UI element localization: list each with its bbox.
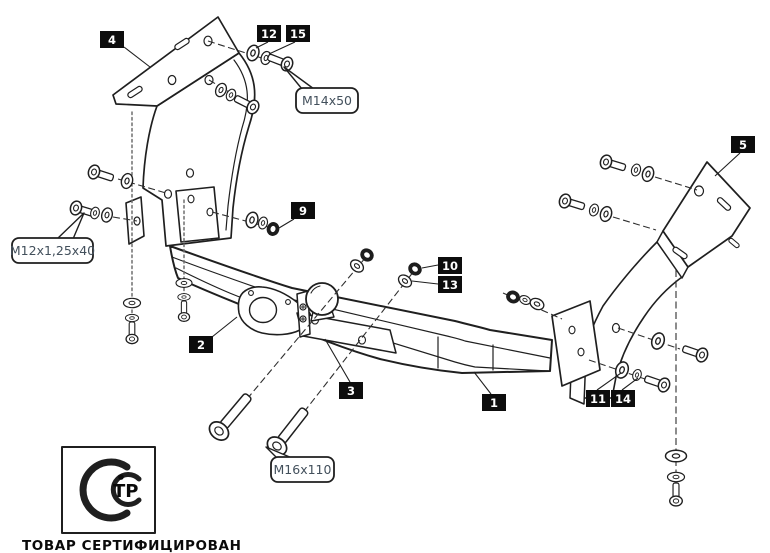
part-label-15-text: 15 xyxy=(290,27,306,41)
part-label-1: 1 xyxy=(482,394,506,411)
left-attachment-plate xyxy=(175,186,220,243)
part-label-9: 9 xyxy=(291,202,315,219)
washer xyxy=(88,205,102,221)
washer xyxy=(587,202,601,218)
part-label-4: 4 xyxy=(100,31,124,48)
slot-hole xyxy=(127,85,143,99)
part-label-15: 15 xyxy=(286,25,310,42)
part-label-2: 2 xyxy=(189,336,213,353)
bolt xyxy=(85,162,116,186)
part-label-9-text: 9 xyxy=(299,204,307,218)
washer xyxy=(122,297,142,309)
washer xyxy=(597,204,615,224)
part-label-14-text: 14 xyxy=(615,392,631,406)
callout-m16x110: M16x110 xyxy=(265,446,335,483)
part-label-3: 3 xyxy=(339,382,363,399)
certification-caption: ТОВАР СЕРТИФИЦИРОВАН xyxy=(22,538,241,553)
tow-ball-assembly xyxy=(296,282,397,354)
bolt xyxy=(680,341,711,365)
callout-m14x50-text: M14x50 xyxy=(302,93,352,108)
slot-hole xyxy=(672,246,688,260)
bolt xyxy=(177,300,191,322)
part-label-1-text: 1 xyxy=(490,396,498,410)
certification-mark-dot xyxy=(118,474,124,480)
certification-mark-inner-c xyxy=(110,472,142,507)
bolt xyxy=(642,371,673,395)
part-label-2-text: 2 xyxy=(197,338,205,352)
bolt xyxy=(669,482,683,507)
bracket5-plate xyxy=(662,161,751,268)
nut-10 xyxy=(405,259,425,279)
part-label-14: 14 xyxy=(611,390,635,407)
part-label-3-text: 3 xyxy=(347,384,355,398)
part-label-10-text: 10 xyxy=(442,259,458,273)
slot-hole xyxy=(716,197,732,211)
slot-hole xyxy=(174,37,190,51)
washer xyxy=(666,471,686,483)
washer-14 xyxy=(630,367,644,383)
washer xyxy=(527,295,547,313)
washer xyxy=(175,278,193,288)
part-label-5: 5 xyxy=(731,136,755,153)
part-label-5-text: 5 xyxy=(739,138,747,152)
bolt-m16 xyxy=(204,388,258,445)
washer xyxy=(177,293,191,301)
certification-mark-outer-c xyxy=(79,458,131,522)
part-label-12: 12 xyxy=(257,25,281,42)
right-attachment-plate xyxy=(551,300,601,387)
callout-m12x40-text: M12x1,25x40 xyxy=(10,243,95,258)
part-label-11: 11 xyxy=(586,390,610,407)
bracket4-web xyxy=(142,52,256,247)
bolt xyxy=(125,321,139,345)
left-mounting-bracket xyxy=(112,16,256,247)
nut xyxy=(503,288,523,306)
part-label-10: 10 xyxy=(438,257,462,274)
callout-m16x110-text: M16x110 xyxy=(274,462,332,477)
tow-ball xyxy=(305,282,339,316)
washer xyxy=(648,330,668,352)
part-label-13: 13 xyxy=(438,276,462,293)
slot-hole xyxy=(728,237,740,249)
callout-m12x40: M12x1,25x40 xyxy=(10,212,95,264)
certification-mark: ТР xyxy=(61,446,156,534)
washer xyxy=(99,206,115,224)
bolt xyxy=(556,191,587,215)
callout-m14x50: M14x50 xyxy=(283,66,359,114)
washer xyxy=(629,162,643,178)
washer xyxy=(639,164,657,184)
washer xyxy=(243,210,261,230)
washer xyxy=(124,313,140,323)
part-label-13-text: 13 xyxy=(442,278,458,292)
part-label-11-text: 11 xyxy=(590,392,606,406)
label-leaders xyxy=(123,41,741,395)
bolt xyxy=(597,152,628,176)
washer xyxy=(664,449,688,463)
socket-cutout xyxy=(248,296,278,324)
part-label-12-text: 12 xyxy=(261,27,277,41)
certification-mark-letters: ТР xyxy=(113,481,138,502)
part-label-4-text: 4 xyxy=(108,33,116,47)
